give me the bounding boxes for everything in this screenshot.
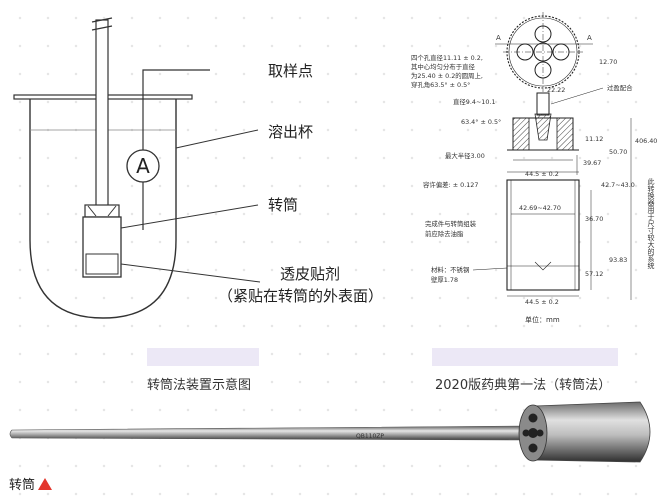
unit-note: 单位：mm — [525, 315, 560, 324]
note-holes-3: 为25.40 ± 0.2的圆周上, — [411, 71, 483, 80]
caption-left: 转筒法装置示意图 — [147, 378, 252, 393]
note-assembly-2: 前应除去油脂 — [425, 229, 464, 238]
caption-right: 2020版药典第一法（转筒法） — [435, 378, 612, 393]
rod-engraving: QB110ZP — [356, 433, 384, 440]
dim-36-70: 36.70 — [585, 215, 603, 223]
note-holes-1: 四个孔直径11.11 ± 0.2, — [411, 53, 483, 62]
dim-max-radius: 最大半径3.00 — [445, 151, 485, 160]
dim-angle: 63.4° ± 0.5° — [461, 118, 501, 126]
rod-label-text: 转筒 — [9, 478, 36, 493]
rod-label: 转筒 — [9, 474, 53, 493]
note-holes-4: 穿孔角63.5° ± 0.5° — [411, 80, 470, 89]
dim-44-5-top: 44.5 ± 0.2 — [525, 170, 559, 178]
note-holes-2: 其中心均匀分布于直径 — [411, 62, 476, 71]
label-adhesive: 透皮贴剂 — [280, 265, 340, 283]
label-adhesive-note: （紧贴在转筒的外表面） — [218, 287, 383, 305]
dim-diameter: 直径9.4~10.1 — [453, 97, 496, 106]
pharmacopoeia-drawing: A A 12.70 四个孔直径11.11 ± 0.2, 其中心均匀分布于直径 为… — [411, 12, 657, 324]
dim-11-12: 11.12 — [585, 135, 603, 143]
caption-bar-left — [147, 348, 259, 366]
section-mark-left: A — [496, 34, 501, 42]
label-dissolution-vessel: 溶出杯 — [268, 123, 313, 141]
dim-50-70: 50.70 — [609, 148, 627, 156]
dim-22-22: 22.22 — [547, 86, 565, 94]
note-material-2: 壁厚1.78 — [431, 275, 458, 284]
dim-42-69: 42.69~42.70 — [519, 204, 561, 212]
dim-42-7: 42.7~43.0 — [601, 181, 635, 189]
warning-triangle-icon — [38, 477, 53, 490]
dim-tolerance: 容许偏差: ± 0.127 — [423, 180, 478, 189]
caption-bar-right — [432, 348, 618, 366]
vertical-note: 此转换器用于尺寸较大的系统 — [647, 177, 655, 270]
dim-57-12: 57.12 — [585, 270, 603, 278]
dim-39-67: 39.67 — [583, 159, 601, 167]
rotating-cylinder-photo: QB110ZP — [9, 401, 651, 463]
label-rotating-cylinder: 转筒 — [268, 196, 298, 214]
label-sampling-point: 取样点 — [268, 62, 313, 80]
dim-44-5-bottom: 44.5 ± 0.2 — [525, 298, 559, 306]
section-mark-right: A — [587, 34, 592, 42]
rotating-cylinder-schematic: A 取样点 溶出杯 转筒 透皮贴剂 （紧贴在转筒的外表面） — [13, 17, 383, 319]
meter-symbol: A — [136, 154, 150, 178]
dim-93-83: 93.83 — [609, 256, 627, 264]
note-material-1: 材料：不锈钢 — [431, 265, 469, 274]
note-fit: 过盈配合 — [607, 83, 633, 92]
note-assembly-1: 完成件与转筒组装 — [425, 219, 477, 228]
dim-12-70: 12.70 — [599, 58, 617, 66]
dim-406-40: 406.40 — [635, 137, 657, 145]
